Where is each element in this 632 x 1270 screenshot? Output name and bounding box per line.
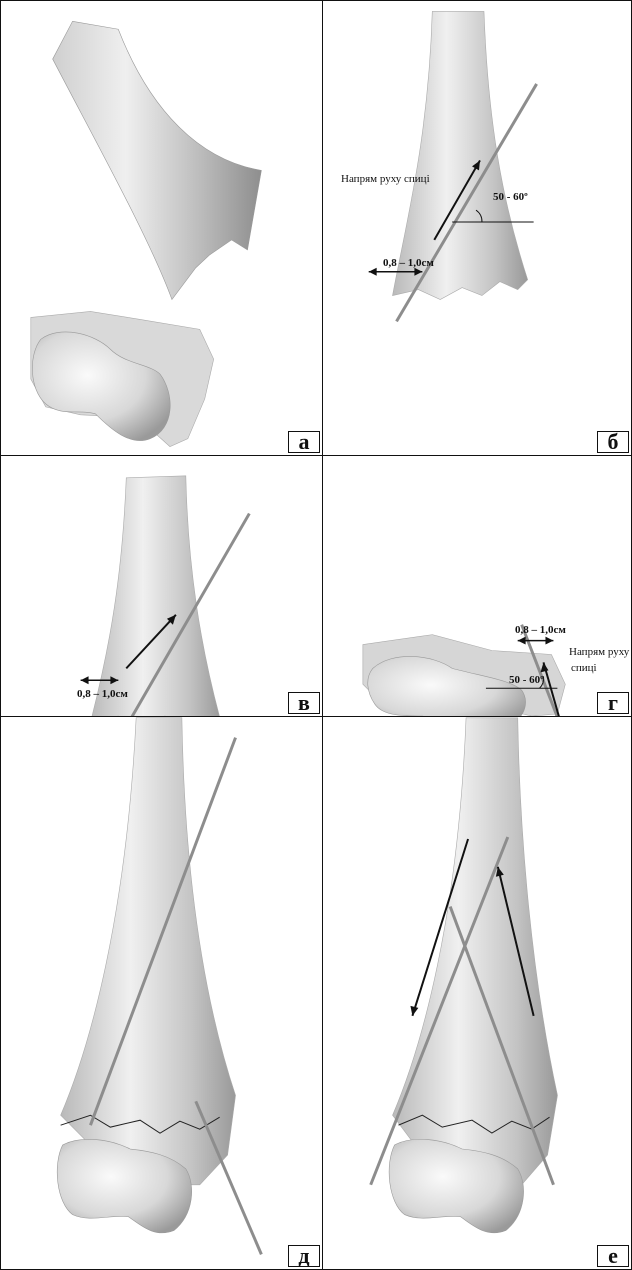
panel-b: Напрям руху спиці 50 - 60º 0,8 – 1,0см б	[322, 0, 632, 456]
panel-c: 0,8 – 1,0см в	[0, 455, 323, 717]
angle-label: 50 - 60º	[509, 674, 544, 686]
panel-f-label: е	[597, 1245, 629, 1267]
angle-label: 50 - 60º	[493, 191, 528, 203]
panel-b-illustration	[323, 1, 631, 455]
direction-label: Напрям руху спиці	[341, 173, 430, 185]
panel-a-label: а	[288, 431, 320, 453]
panel-a-illustration	[1, 1, 322, 455]
panel-e-illustration	[1, 717, 322, 1269]
panel-d-illustration	[323, 456, 631, 716]
humerus-shaft-fragment	[53, 21, 262, 299]
panel-d: 0,8 – 1,0см Напрям руху спиці 50 - 60º г	[322, 455, 632, 717]
humerus-distal-shaft	[61, 718, 236, 1185]
panel-c-illustration	[1, 456, 322, 716]
panel-f-illustration	[323, 717, 631, 1269]
panel-e: д	[0, 716, 323, 1270]
distance-label: 0,8 – 1,0см	[77, 688, 128, 700]
panel-e-label: д	[288, 1245, 320, 1267]
panel-c-label: в	[288, 692, 320, 714]
direction-label-line1: Напрям руху	[569, 646, 629, 658]
distance-label: 0,8 – 1,0см	[515, 624, 566, 636]
distance-label: 0,8 – 1,0см	[383, 257, 434, 269]
panel-b-label: б	[597, 431, 629, 453]
direction-label-line2: спиці	[571, 662, 597, 674]
panel-d-label: г	[597, 692, 629, 714]
panel-a: а	[0, 0, 323, 456]
panel-f: е	[322, 716, 632, 1270]
humerus-distal-shaft	[393, 718, 558, 1185]
